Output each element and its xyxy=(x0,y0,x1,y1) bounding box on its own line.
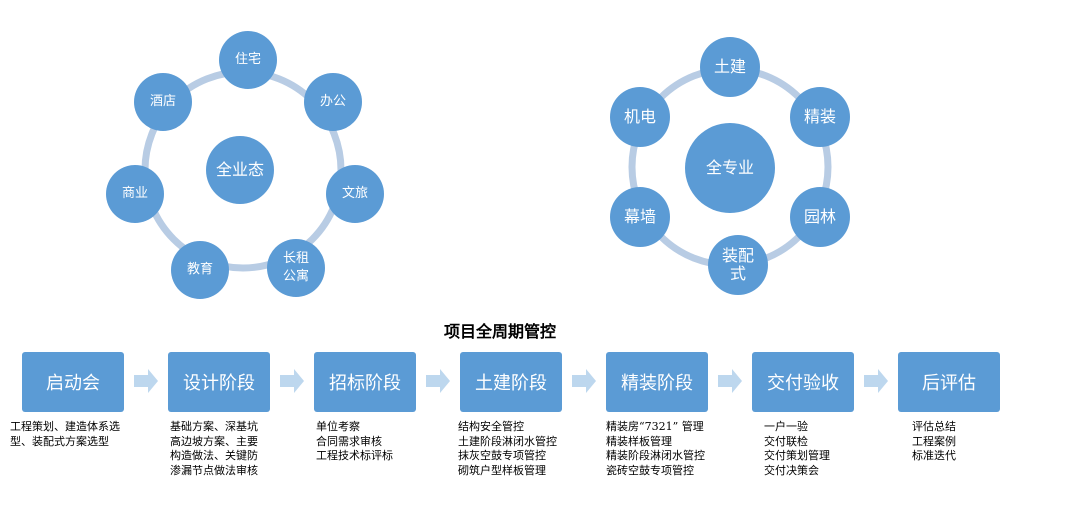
description-line: 一户一验 xyxy=(764,420,808,433)
description-line: 交付联检 xyxy=(764,434,808,448)
description-line: 精装房“7321” 管理 xyxy=(606,420,704,433)
stage-description: 基础方案、深基坑高边坡方案、主要构造做法、关键防渗漏节点做法审核 xyxy=(170,420,258,478)
description-line: 工程案例 xyxy=(912,434,956,448)
arrow-right-icon xyxy=(134,369,158,393)
stage-box: 设计阶段 xyxy=(168,352,270,412)
stage-description: 工程策划、建造体系选型、装配式方案选型 xyxy=(10,420,120,449)
description-line: 砌筑户型样板管理 xyxy=(458,463,546,477)
description-line: 工程策划、建造体系选 xyxy=(10,420,120,433)
stage-box: 交付验收 xyxy=(752,352,854,412)
stage-description: 一户一验交付联检交付策划管理交付决策会 xyxy=(764,420,830,478)
description-line: 工程技术标评标 xyxy=(316,449,393,462)
stage-description: 单位考察合同需求审核工程技术标评标 xyxy=(316,420,393,464)
description-line: 渗漏节点做法审核 xyxy=(170,463,258,477)
description-line: 高边坡方案、主要 xyxy=(170,434,258,448)
description-line: 抹灰空鼓专项管控 xyxy=(458,449,546,462)
description-line: 瓷砖空鼓专项管控 xyxy=(606,463,694,477)
left-cycle-node: 教育 xyxy=(171,241,229,299)
description-line: 合同需求审核 xyxy=(316,434,382,448)
description-line: 评估总结 xyxy=(912,420,956,433)
description-line: 精装阶段淋闭水管控 xyxy=(606,449,705,462)
arrow-right-icon xyxy=(280,369,304,393)
stage-description: 精装房“7321” 管理精装样板管理精装阶段淋闭水管控瓷砖空鼓专项管控 xyxy=(606,420,705,478)
left-cycle-node: 文旅 xyxy=(326,165,384,223)
stage-description: 评估总结工程案例标准迭代 xyxy=(912,420,956,464)
stage-box: 精装阶段 xyxy=(606,352,708,412)
left-cycle-node: 酒店 xyxy=(134,73,192,131)
right-center-node: 全专业 xyxy=(685,123,775,213)
description-line: 标准迭代 xyxy=(912,449,956,462)
description-line: 交付决策会 xyxy=(764,463,819,477)
arrow-right-icon xyxy=(426,369,450,393)
description-line: 结构安全管控 xyxy=(458,420,524,433)
description-line: 精装样板管理 xyxy=(606,434,672,448)
description-line: 单位考察 xyxy=(316,420,360,433)
right-cycle-node: 机电 xyxy=(610,87,670,147)
left-center-node: 全业态 xyxy=(206,136,274,204)
description-line: 型、装配式方案选型 xyxy=(10,434,109,448)
stage-box: 启动会 xyxy=(22,352,124,412)
left-cycle-node: 长租 公寓 xyxy=(267,239,325,297)
right-cycle-node: 幕墙 xyxy=(610,187,670,247)
arrow-right-icon xyxy=(864,369,888,393)
right-cycle-node: 土建 xyxy=(700,37,760,97)
arrow-right-icon xyxy=(572,369,596,393)
description-line: 土建阶段淋闭水管控 xyxy=(458,434,557,448)
diagram-title: 项目全周期管控 xyxy=(443,322,556,341)
right-cycle-node: 装配 式 xyxy=(708,235,768,295)
right-cycle-node: 园林 xyxy=(790,187,850,247)
right-cycle-node: 精装 xyxy=(790,87,850,147)
description-line: 构造做法、关键防 xyxy=(170,449,258,462)
stage-box: 土建阶段 xyxy=(460,352,562,412)
description-line: 基础方案、深基坑 xyxy=(170,420,258,433)
arrow-right-icon xyxy=(718,369,742,393)
left-cycle-node: 办公 xyxy=(304,73,362,131)
left-cycle-node: 住宅 xyxy=(219,31,277,89)
left-cycle-node: 商业 xyxy=(106,165,164,223)
stage-box: 后评估 xyxy=(898,352,1000,412)
description-line: 交付策划管理 xyxy=(764,449,830,462)
stage-description: 结构安全管控土建阶段淋闭水管控抹灰空鼓专项管控砌筑户型样板管理 xyxy=(458,420,557,478)
stage-box: 招标阶段 xyxy=(314,352,416,412)
